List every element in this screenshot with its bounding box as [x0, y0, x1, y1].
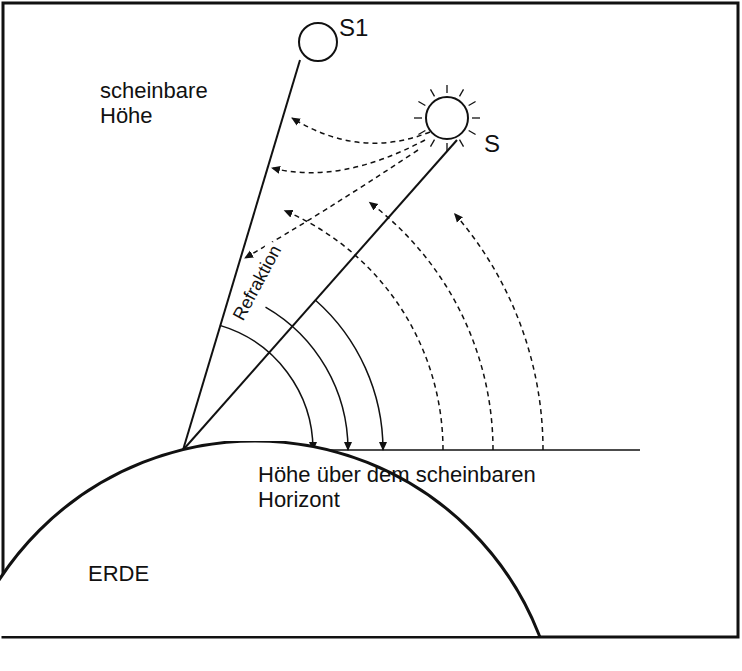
true-ray: [183, 140, 457, 450]
sun-ray: [446, 143, 447, 151]
sun-label: S1: [339, 14, 368, 42]
refraction-label: Refraktion: [228, 240, 287, 326]
sun-ray: [460, 89, 464, 96]
angle-arc: [266, 307, 349, 450]
sun-ray: [472, 117, 480, 118]
apparent-altitude-label: scheinbare Höhe: [100, 78, 220, 129]
dashed-arc: [455, 214, 543, 450]
apparent-ray: [183, 60, 300, 450]
sun-ray: [431, 89, 435, 96]
sun-ray: [469, 131, 476, 135]
sun-ray: [418, 102, 425, 106]
sun-ray: [431, 140, 435, 147]
sun-ray: [446, 85, 447, 93]
sun-ray: [460, 140, 464, 147]
altitude-label: Höhe über dem scheinbaren Horizont: [258, 462, 578, 513]
sun-ray: [418, 131, 425, 135]
refracted-ray: [272, 140, 425, 173]
sun-ray: [414, 117, 422, 118]
angle-arc: [316, 300, 383, 450]
refracted-ray: [292, 118, 430, 143]
dashed-arc: [285, 211, 443, 450]
sun-ray: [469, 102, 476, 106]
angle-arcs: [220, 118, 543, 450]
earth-label: ERDE: [88, 561, 149, 587]
sun: [426, 97, 468, 139]
angle-arc: [220, 325, 313, 450]
sun-label: S: [484, 130, 500, 158]
apparent-sun: [299, 23, 337, 61]
